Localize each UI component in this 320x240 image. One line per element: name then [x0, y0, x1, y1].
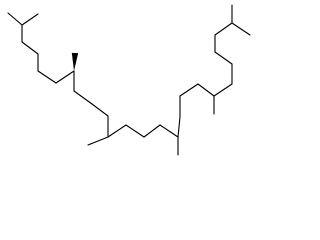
bond-line-14 — [143, 124, 161, 138]
bond-line-6 — [55, 70, 75, 84]
bond-line-24 — [214, 51, 233, 65]
bond-line-20 — [197, 83, 215, 97]
bond-line-22 — [213, 83, 233, 97]
bond-line-0 — [7, 12, 23, 26]
bond-line-12 — [107, 124, 127, 138]
bond-line-28 — [231, 22, 251, 36]
bond-layer — [7, 4, 251, 156]
bond-line-19 — [179, 83, 199, 97]
bond-line-8 — [73, 90, 93, 105]
molecule-structure-diagram — [7, 4, 251, 156]
stereo-wedge-bond — [71, 52, 79, 71]
bond-line-15 — [159, 124, 179, 138]
bond-line-13 — [125, 124, 145, 138]
bond-line-11 — [87, 136, 109, 146]
bond-line-17 — [177, 116, 181, 138]
bond-line-26 — [214, 22, 233, 36]
bond-line-3 — [21, 41, 39, 55]
bond-line-9 — [91, 103, 109, 117]
bond-line-5 — [37, 70, 57, 84]
bond-line-1 — [21, 13, 39, 26]
